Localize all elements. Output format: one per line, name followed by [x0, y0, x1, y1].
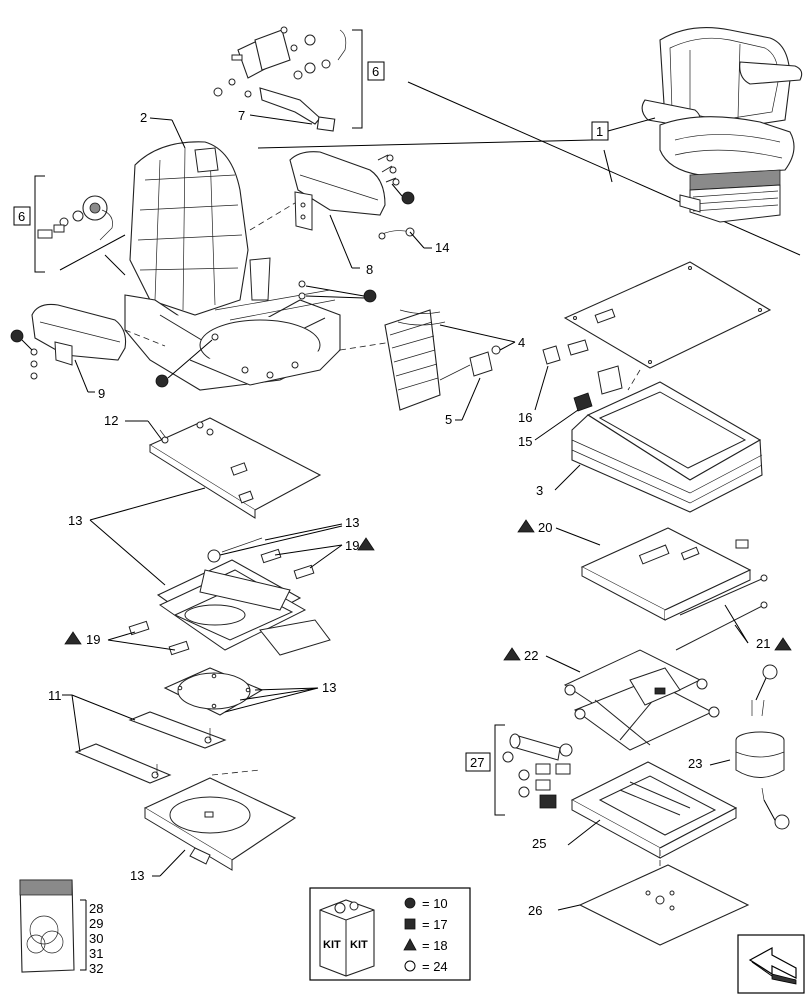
- callout-16: 16: [518, 410, 532, 425]
- legend-filled-circle: [404, 897, 416, 909]
- arrow-left-icon[interactable]: [737, 934, 805, 994]
- callout-19-a: 19: [345, 538, 359, 553]
- callout-22: 22: [524, 648, 538, 663]
- legend-filled-square: [404, 918, 416, 930]
- callout-20: 20: [538, 520, 552, 535]
- part-2-seat-frame: 2: [124, 110, 406, 391]
- frame-fastener-pointers: [155, 280, 377, 388]
- part-14-wire-clip: 14: [378, 227, 449, 255]
- symbol-filled-circle: [10, 329, 24, 343]
- callout-25: 25: [532, 836, 546, 851]
- callout-6-top: 6: [372, 64, 379, 79]
- part-21-rods: 21: [675, 574, 792, 651]
- symbol-filled-triangle: [64, 631, 82, 645]
- symbol-filled-circle: [401, 191, 415, 205]
- callout-19-b: 19: [86, 632, 100, 647]
- callout-15: 15: [518, 434, 532, 449]
- guide-lines: [257, 81, 801, 256]
- legend-filled-triangle: [403, 938, 417, 951]
- part-11-rails: 11: [48, 688, 227, 784]
- part-13-swivel-ring: 13: [163, 667, 336, 716]
- symbol-open-circle: [762, 664, 778, 680]
- callout-13-b: 13: [345, 515, 359, 530]
- seal-kit-bag: 28 29 30 31 32: [19, 879, 103, 976]
- legend-row-4: = 24: [422, 959, 448, 974]
- kit-item-29: 29: [89, 916, 103, 931]
- callout-4: 4: [518, 335, 525, 350]
- part-13-base-mount: 13: [130, 769, 297, 883]
- symbol-open-circle: [774, 814, 790, 830]
- callout-box-6-left: [13, 206, 31, 226]
- callout-box-6-top: [367, 61, 385, 81]
- seat-cover-plate: [563, 261, 772, 391]
- callout-13-c: 13: [322, 680, 336, 695]
- legend-row-2: = 17: [422, 917, 448, 932]
- callout-2: 2: [140, 110, 147, 125]
- kit-legend: KIT KIT = 10 = 17 = 18 = 24: [309, 887, 471, 981]
- part-13-slide-mechanism: 13 13 19 19: [64, 487, 375, 656]
- part-25-lower-frame: 25: [532, 761, 738, 859]
- symbol-filled-circle: [155, 374, 169, 388]
- kit-item-30: 30: [89, 931, 103, 946]
- callout-7: 7: [238, 108, 245, 123]
- kit-item-28: 28: [89, 901, 103, 916]
- legend-row-3: = 18: [422, 938, 448, 953]
- bracket-labels: 1 6 6 27: [13, 29, 656, 816]
- callout-11: 11: [48, 688, 62, 703]
- part-3-bellows: 3: [536, 381, 763, 513]
- callout-1: 1: [596, 124, 603, 139]
- callout-21: 21: [756, 636, 770, 651]
- part-12-base-plate: 12: [104, 413, 322, 519]
- callout-8: 8: [366, 262, 373, 277]
- symbol-filled-triangle: [357, 537, 375, 551]
- part-8-armrest-right: 8: [289, 151, 415, 277]
- callout-23: 23: [688, 756, 702, 771]
- kit-label-right: KIT: [350, 939, 368, 951]
- symbol-filled-triangle: [503, 647, 521, 661]
- callout-9: 9: [98, 386, 105, 401]
- part-22-scissor-mechanism: 22: [503, 647, 720, 751]
- callout-6-left: 6: [18, 209, 25, 224]
- part-27-damper-kit: [502, 733, 573, 809]
- part-9-armrest-left: 9: [10, 303, 127, 401]
- legend-open-circle: [404, 960, 416, 972]
- callout-12: 12: [104, 413, 118, 428]
- legend-row-1: = 10: [422, 896, 448, 911]
- part-4-lumbar-support: 4 5: [384, 309, 525, 427]
- part-23-air-spring: 23: [688, 664, 790, 830]
- symbol-filled-triangle: [774, 637, 792, 651]
- part-20-upper-plate: 20: [517, 519, 752, 621]
- callout-3: 3: [536, 483, 543, 498]
- callout-27: 27: [470, 755, 484, 770]
- callout-5: 5: [445, 412, 452, 427]
- part-7-lever-assembly: 7: [213, 26, 347, 132]
- callout-26: 26: [528, 903, 542, 918]
- callout-13-a: 13: [68, 513, 82, 528]
- kit-item-32: 32: [89, 961, 103, 976]
- callout-14: 14: [435, 240, 449, 255]
- kit-item-31: 31: [89, 946, 103, 961]
- callout-13-d: 13: [130, 868, 144, 883]
- part-26-floor-plate: 26: [528, 850, 750, 946]
- part-15-16-switches: 16 15: [518, 339, 623, 449]
- kit-label-left: KIT: [323, 939, 341, 951]
- symbol-filled-triangle: [517, 519, 535, 533]
- callout-box-27: [465, 752, 491, 772]
- symbol-filled-circle: [363, 289, 377, 303]
- complete-seat-illustration: [641, 27, 803, 223]
- part-6-knob-assembly: [37, 195, 126, 276]
